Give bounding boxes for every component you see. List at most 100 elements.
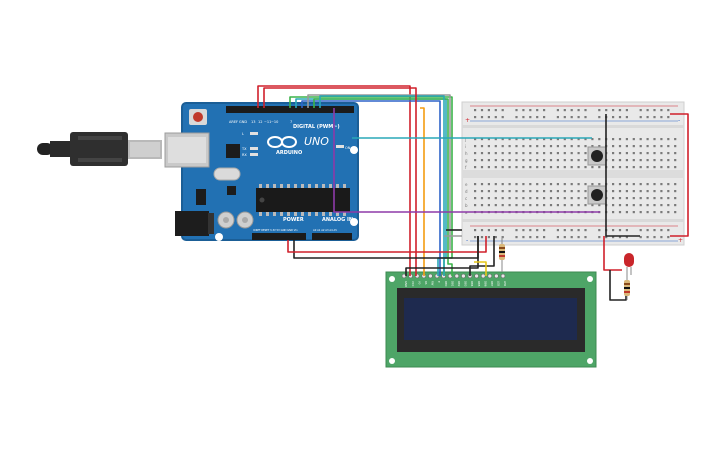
rail-hole[interactable]: [563, 109, 566, 112]
lcd-pin[interactable]: [500, 273, 506, 279]
breadboard-hole[interactable]: [646, 211, 649, 214]
breadboard-hole[interactable]: [618, 190, 622, 193]
breadboard-hole[interactable]: [494, 138, 497, 141]
breadboard-hole[interactable]: [660, 204, 663, 207]
breadboard-hole[interactable]: [667, 204, 670, 207]
breadboard-hole[interactable]: [494, 183, 497, 186]
breadboard-hole[interactable]: [612, 190, 615, 193]
breadboard-hole[interactable]: [612, 204, 615, 207]
breadboard-hole[interactable]: [549, 152, 553, 155]
breadboard-hole[interactable]: [543, 152, 546, 155]
breadboard-hole[interactable]: [522, 204, 525, 207]
breadboard-hole[interactable]: [577, 183, 580, 186]
breadboard-hole[interactable]: [494, 190, 497, 193]
lcd-pin[interactable]: [474, 273, 479, 279]
breadboard-hole[interactable]: [563, 152, 566, 155]
analog-header[interactable]: [312, 233, 352, 240]
rail-hole[interactable]: [625, 236, 628, 239]
breadboard-hole[interactable]: [660, 159, 663, 162]
breadboard-hole[interactable]: [494, 204, 497, 207]
breadboard-hole[interactable]: [529, 204, 532, 207]
breadboard-hole[interactable]: [584, 159, 587, 162]
breadboard-hole[interactable]: [480, 145, 484, 148]
breadboard-hole[interactable]: [618, 211, 622, 214]
breadboard-hole[interactable]: [667, 183, 670, 186]
rail-hole[interactable]: [570, 236, 573, 239]
rail-hole[interactable]: [639, 109, 642, 112]
breadboard-hole[interactable]: [556, 190, 559, 193]
breadboard-hole[interactable]: [515, 138, 518, 141]
rail-hole[interactable]: [653, 236, 656, 239]
breadboard[interactable]: + - + - j i h g f e d c b a: [461, 101, 685, 246]
rail-hole[interactable]: [598, 229, 601, 232]
rail-hole[interactable]: [618, 229, 622, 232]
breadboard-hole[interactable]: [639, 190, 642, 193]
breadboard-hole[interactable]: [612, 183, 615, 186]
breadboard-hole[interactable]: [549, 159, 553, 162]
breadboard-hole[interactable]: [529, 159, 532, 162]
breadboard-hole[interactable]: [612, 145, 615, 148]
breadboard-hole[interactable]: [522, 145, 525, 148]
rail-hole[interactable]: [543, 116, 546, 119]
breadboard-hole[interactable]: [653, 152, 656, 155]
rail-hole[interactable]: [667, 109, 670, 112]
rail-hole[interactable]: [556, 116, 559, 119]
breadboard-hole[interactable]: [598, 204, 601, 207]
breadboard-hole[interactable]: [529, 152, 532, 155]
breadboard-hole[interactable]: [584, 183, 587, 186]
rail-hole[interactable]: [515, 229, 518, 232]
breadboard-hole[interactable]: [618, 197, 622, 200]
rail-hole[interactable]: [667, 236, 670, 239]
rail-hole[interactable]: [570, 116, 573, 119]
breadboard-hole[interactable]: [632, 159, 635, 162]
breadboard-hole[interactable]: [563, 197, 566, 200]
rail-hole[interactable]: [618, 116, 622, 119]
breadboard-hole[interactable]: [632, 204, 635, 207]
rail-hole[interactable]: [646, 116, 649, 119]
breadboard-hole[interactable]: [577, 166, 580, 169]
breadboard-hole[interactable]: [522, 159, 525, 162]
breadboard-hole[interactable]: [536, 152, 539, 155]
breadboard-hole[interactable]: [501, 152, 504, 155]
breadboard-hole[interactable]: [570, 145, 573, 148]
breadboard-hole[interactable]: [639, 145, 642, 148]
breadboard-hole[interactable]: [646, 152, 649, 155]
breadboard-hole[interactable]: [584, 145, 587, 148]
breadboard-hole[interactable]: [584, 204, 587, 207]
breadboard-hole[interactable]: [543, 190, 546, 193]
breadboard-hole[interactable]: [667, 197, 670, 200]
rail-hole[interactable]: [653, 116, 656, 119]
breadboard-hole[interactable]: [474, 183, 477, 186]
rail-hole[interactable]: [612, 116, 615, 119]
breadboard-hole[interactable]: [618, 204, 622, 207]
breadboard-hole[interactable]: [536, 166, 539, 169]
rail-hole[interactable]: [556, 109, 559, 112]
breadboard-hole[interactable]: [480, 138, 484, 141]
rail-hole[interactable]: [667, 229, 670, 232]
breadboard-hole[interactable]: [591, 138, 594, 141]
breadboard-hole[interactable]: [536, 190, 539, 193]
breadboard-hole[interactable]: [501, 183, 504, 186]
breadboard-hole[interactable]: [584, 138, 587, 141]
breadboard-hole[interactable]: [549, 138, 553, 141]
breadboard-hole[interactable]: [667, 190, 670, 193]
breadboard-hole[interactable]: [639, 197, 642, 200]
breadboard-hole[interactable]: [653, 145, 656, 148]
breadboard-hole[interactable]: [625, 190, 628, 193]
rail-hole[interactable]: [536, 236, 539, 239]
breadboard-hole[interactable]: [660, 138, 663, 141]
arduino-uno-board[interactable]: ARDUINO UNO DIGITAL (PWM~) POWER ANALOG …: [164, 102, 359, 241]
breadboard-hole[interactable]: [529, 190, 532, 193]
rail-hole[interactable]: [639, 229, 642, 232]
rail-hole[interactable]: [577, 236, 580, 239]
breadboard-hole[interactable]: [570, 204, 573, 207]
breadboard-hole[interactable]: [474, 166, 477, 169]
breadboard-hole[interactable]: [632, 197, 635, 200]
breadboard-hole[interactable]: [529, 197, 532, 200]
rail-hole[interactable]: [618, 236, 622, 239]
breadboard-hole[interactable]: [508, 197, 511, 200]
breadboard-hole[interactable]: [584, 166, 587, 169]
resistor-lcd[interactable]: [499, 236, 505, 272]
breadboard-hole[interactable]: [660, 145, 663, 148]
